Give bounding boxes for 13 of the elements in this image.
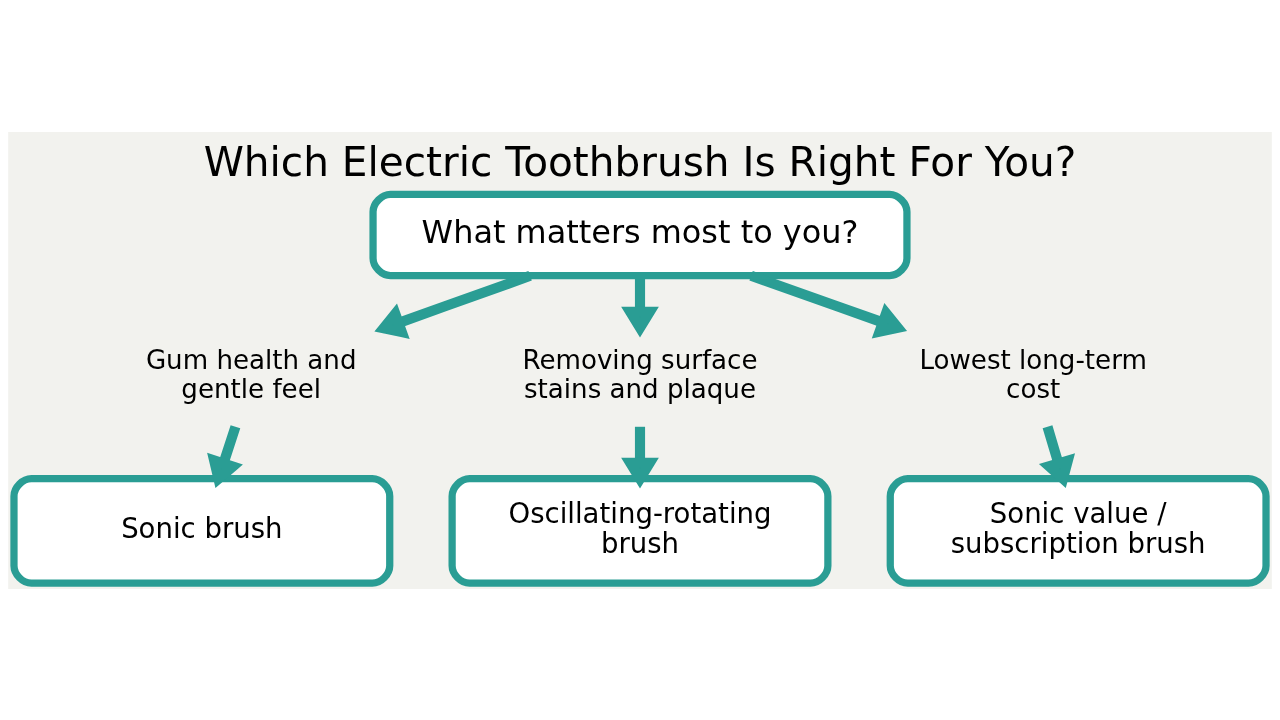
node-box: Sonic brush <box>10 474 394 587</box>
arrow <box>374 270 532 339</box>
arrow <box>621 426 659 488</box>
node-box: What matters most to you? <box>369 190 911 279</box>
node-text: Gum health and gentle feel <box>145 344 357 404</box>
node-text: Lowest long-term cost <box>919 344 1147 404</box>
node-box: Sonic value / subscription brush <box>886 474 1270 587</box>
node-box: Oscillating-rotating brush <box>448 474 832 587</box>
arrow <box>207 424 243 488</box>
diagram-title: Which Electric Toothbrush Is Right For You? <box>203 137 1077 186</box>
node-text: Removing surface stains and plaque <box>522 344 758 404</box>
arrow <box>1038 424 1076 488</box>
arrow <box>749 270 908 339</box>
